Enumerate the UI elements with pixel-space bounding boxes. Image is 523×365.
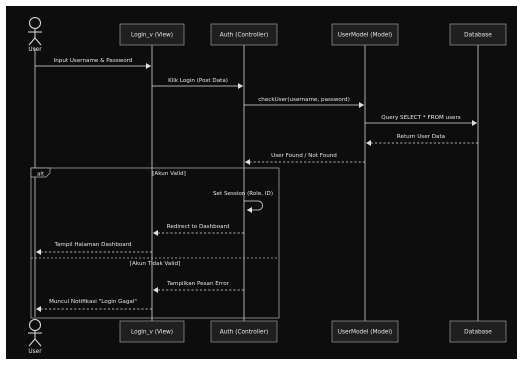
- message-label: Tampil Halaman Dashboard: [54, 242, 132, 248]
- alt-operator: alt: [37, 172, 45, 178]
- message-label: Tampilkan Pesan Error: [166, 281, 230, 287]
- participant-box: [331, 320, 399, 343]
- alt-fragment-tab: [30, 167, 51, 178]
- participant-label: UserModel (Model): [338, 33, 392, 39]
- actor-right-leg: [34, 37, 42, 46]
- message-self-arrow: [244, 200, 263, 213]
- participant-controller-top: Auth (Controller): [210, 23, 278, 46]
- message-label: Query SELECT * FROM users: [381, 115, 461, 121]
- diagram-canvas: alt [Akun Valid] [Akun Tidak Valid] User…: [6, 6, 517, 359]
- participant-box: [210, 23, 278, 46]
- message-query-users: Query SELECT * FROM users: [365, 115, 477, 126]
- participant-label: Auth (Controller): [220, 330, 268, 336]
- actor-head: [29, 319, 41, 331]
- participant-label: Login_v (View): [131, 33, 173, 39]
- participant-box: [449, 23, 507, 46]
- actor-right-leg: [34, 338, 42, 347]
- participant-label: UserModel (Model): [338, 330, 392, 336]
- participant-box: [331, 23, 399, 46]
- participant-view-bottom: Login_v (View): [119, 320, 185, 343]
- sequence-diagram: alt [Akun Valid] [Akun Tidak Valid] User…: [28, 17, 507, 355]
- participant-label: Login_v (View): [131, 330, 173, 336]
- actor-head: [29, 17, 41, 29]
- participant-model-bottom: UserModel (Model): [331, 320, 399, 343]
- actor-left-leg: [28, 338, 36, 347]
- message-label: Input Username & Password: [54, 58, 133, 64]
- message-set-session: Set Session (Role, ID): [213, 191, 273, 213]
- message-label: Set Session (Role, ID): [213, 191, 273, 197]
- alt-fragment: alt [Akun Valid] [Akun Tidak Valid]: [30, 167, 280, 319]
- participant-box: [119, 23, 185, 46]
- participant-database-bottom: Database: [449, 320, 507, 343]
- message-check-user: checkUser(username, password): [244, 97, 364, 108]
- message-notifikasi-gagal: Muncul Notifikasi "Login Gagal": [36, 299, 152, 312]
- actor-user-label: User: [28, 349, 42, 355]
- alt-guard-valid: [Akun Valid]: [152, 171, 186, 177]
- participant-label: Database: [464, 330, 492, 336]
- message-label: Return User Data: [397, 134, 445, 140]
- participant-box: [210, 320, 278, 343]
- alt-fragment-frame: [30, 167, 280, 319]
- participant-box: [449, 320, 507, 343]
- message-label: checkUser(username, password): [258, 97, 350, 103]
- participant-box: [119, 320, 185, 343]
- message-redirect-dashboard: Redirect to Dashboard: [153, 224, 244, 236]
- message-return-user-data: Return User Data: [366, 134, 478, 146]
- actor-left-leg: [28, 37, 36, 46]
- participant-view-top: Login_v (View): [119, 23, 185, 46]
- message-label: Muncul Notifikasi "Login Gagal": [49, 299, 137, 305]
- message-klik-login: Klik Login (Post Data): [152, 78, 243, 89]
- participant-controller-bottom: Auth (Controller): [210, 320, 278, 343]
- actor-user-top: User: [28, 17, 42, 53]
- participant-label: Database: [464, 33, 492, 39]
- message-input-credentials: Input Username & Password: [35, 58, 151, 69]
- message-label: Klik Login (Post Data): [168, 78, 228, 84]
- message-user-found: User Found / Not Found: [245, 153, 365, 165]
- message-tampil-dashboard: Tampil Halaman Dashboard: [36, 242, 152, 255]
- participant-label: Auth (Controller): [220, 33, 268, 39]
- message-label: User Found / Not Found: [271, 153, 337, 159]
- actor-user-bottom: User: [28, 319, 42, 355]
- participant-model-top: UserModel (Model): [331, 23, 399, 46]
- message-label: Redirect to Dashboard: [167, 224, 230, 230]
- message-tampilkan-error: Tampilkan Pesan Error: [153, 281, 244, 293]
- alt-guard-invalid: [Akun Tidak Valid]: [130, 261, 180, 267]
- participant-database-top: Database: [449, 23, 507, 46]
- actor-user-label: User: [28, 47, 42, 53]
